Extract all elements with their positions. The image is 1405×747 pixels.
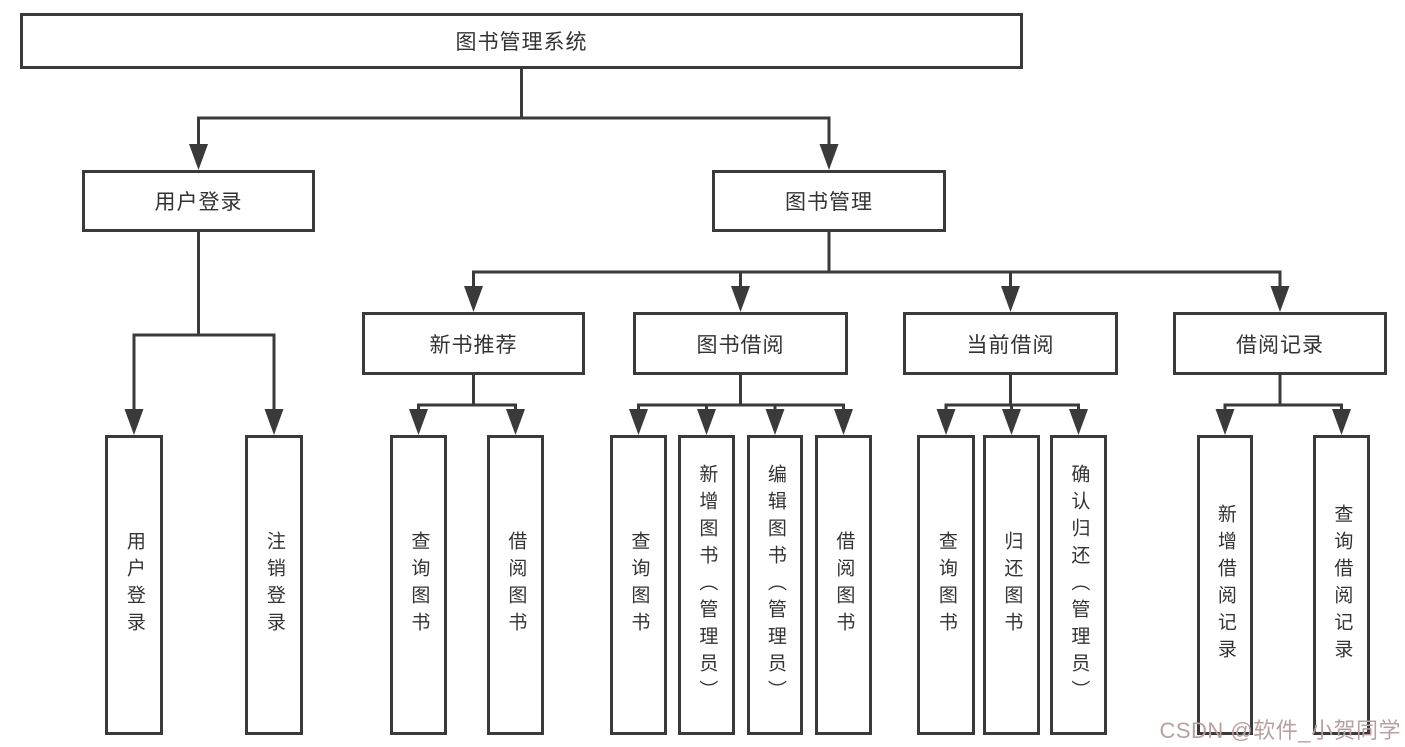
node-label: 当前借阅 xyxy=(966,333,1055,357)
node-label: 查询图书 xyxy=(628,531,650,639)
node-leaf-borrow-book: 借阅图书 xyxy=(815,435,872,735)
node-leaf-confirm-return: 确认归还（管理员） xyxy=(1050,435,1107,735)
node-leaf-query-borrow: 查询图书 xyxy=(610,435,667,735)
arrowhead-icon xyxy=(731,286,750,312)
node-borrow-record: 借阅记录 xyxy=(1173,312,1387,375)
arrowhead-icon xyxy=(1069,409,1088,435)
arrowhead-icon xyxy=(765,409,785,435)
arrowhead-icon xyxy=(264,409,284,435)
node-label: 归还图书 xyxy=(1001,531,1023,639)
node-label: 新增借阅记录 xyxy=(1214,504,1236,666)
node-label: 借阅图书 xyxy=(833,531,855,639)
node-label: 查询借阅记录 xyxy=(1331,504,1353,666)
node-root: 图书管理系统 xyxy=(20,13,1023,69)
arrowhead-icon xyxy=(189,144,208,170)
node-label: 图书管理 xyxy=(785,191,873,214)
arrowhead-icon xyxy=(834,409,853,435)
arrowhead-icon xyxy=(936,409,956,435)
arrowhead-icon xyxy=(124,409,144,435)
node-new-book-rec: 新书推荐 xyxy=(362,312,585,375)
node-leaf-query-new: 查询图书 xyxy=(390,435,447,735)
node-label: 借阅图书 xyxy=(505,531,527,639)
arrowhead-icon xyxy=(1270,286,1290,312)
arrowhead-icon xyxy=(1332,409,1351,435)
arrowhead-icon xyxy=(1002,409,1021,435)
arrowhead-icon xyxy=(819,144,839,170)
watermark: CSDN @软件_小贺同学 xyxy=(1159,718,1401,743)
node-leaf-edit-book: 编辑图书（管理员） xyxy=(747,435,803,735)
node-label: 图书借阅 xyxy=(696,333,785,357)
node-label: 编辑图书（管理员） xyxy=(764,463,786,707)
arrowhead-icon xyxy=(464,286,483,312)
node-label: 用户登录 xyxy=(154,191,243,214)
node-leaf-add-book: 新增图书（管理员） xyxy=(678,435,735,735)
node-label: 确认归还（管理员） xyxy=(1068,463,1090,707)
node-leaf-return-book: 归还图书 xyxy=(983,435,1040,735)
node-label: 图书管理系统 xyxy=(455,31,588,54)
node-label: 用户登录 xyxy=(123,531,145,639)
node-leaf-user-login: 用户登录 xyxy=(105,435,163,735)
arrowhead-icon xyxy=(1001,286,1020,312)
node-leaf-add-record: 新增借阅记录 xyxy=(1197,435,1253,735)
arrowhead-icon xyxy=(697,409,716,435)
node-user-login: 用户登录 xyxy=(82,170,315,232)
arrowhead-icon xyxy=(629,409,648,435)
node-label: 查询图书 xyxy=(408,531,430,639)
node-leaf-query-record: 查询借阅记录 xyxy=(1313,435,1370,735)
arrowhead-icon xyxy=(1215,409,1235,435)
arrowhead-icon xyxy=(409,409,428,435)
arrowhead-icon xyxy=(506,409,525,435)
node-label: 查询图书 xyxy=(935,531,957,639)
node-book-mgmt: 图书管理 xyxy=(712,170,946,232)
node-leaf-logout: 注销登录 xyxy=(245,435,303,735)
node-label: 新增图书（管理员） xyxy=(696,463,718,707)
node-label: 注销登录 xyxy=(263,531,285,639)
node-current-borrow: 当前借阅 xyxy=(903,312,1118,375)
node-book-borrow: 图书借阅 xyxy=(633,312,848,375)
node-leaf-borrow-new: 借阅图书 xyxy=(487,435,544,735)
node-leaf-query-current: 查询图书 xyxy=(917,435,975,735)
node-label: 借阅记录 xyxy=(1236,333,1324,357)
node-label: 新书推荐 xyxy=(429,333,518,357)
